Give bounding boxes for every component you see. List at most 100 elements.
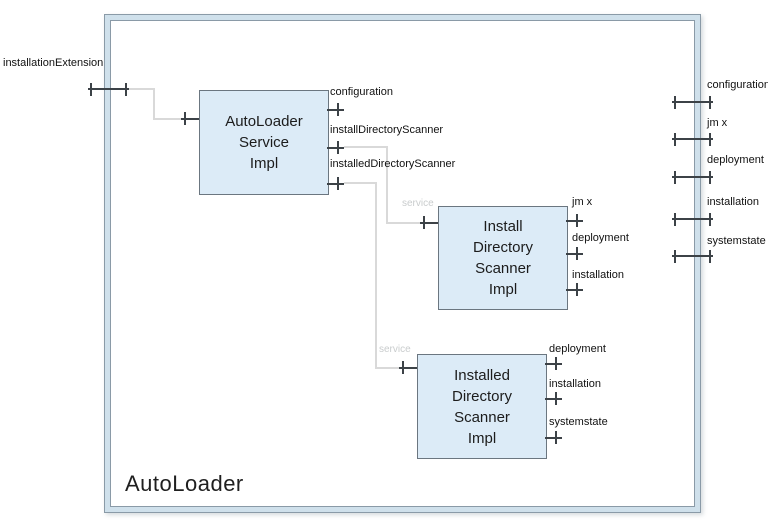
component-name-line: Directory — [451, 387, 512, 405]
port-line — [672, 101, 713, 103]
port-line — [545, 363, 562, 365]
port-line — [566, 253, 583, 255]
service-port-icon[interactable] — [181, 112, 199, 125]
component-name-line: Scanner — [475, 260, 531, 277]
port-tick — [709, 213, 711, 226]
port-tick — [337, 103, 339, 116]
component-name-line: AutoLoader — [225, 113, 303, 130]
component-port-icon[interactable] — [327, 103, 344, 116]
component-port-icon[interactable] — [566, 214, 583, 227]
component-port-label: jm x — [572, 196, 593, 208]
boundary-port-label: deployment — [707, 154, 764, 166]
component-port-icon[interactable] — [545, 431, 562, 444]
wire-segment — [344, 182, 377, 184]
component-port-icon[interactable] — [566, 283, 583, 296]
port-tick — [576, 247, 578, 260]
wire-segment — [386, 146, 388, 224]
component-name-line: Impl — [249, 155, 279, 172]
port-tick — [674, 133, 676, 146]
port-line — [327, 147, 344, 149]
port-line — [672, 255, 713, 257]
component-name-line: Directory — [472, 239, 533, 256]
port-tick — [709, 250, 711, 263]
boundary-port-icon[interactable] — [672, 250, 713, 263]
wire-segment — [344, 146, 388, 148]
port-line — [399, 367, 417, 369]
component-name-line: Impl — [488, 281, 518, 298]
port-tick — [709, 96, 711, 109]
port-line — [545, 398, 562, 400]
port-line — [327, 183, 344, 185]
component-port-label: installedDirectoryScanner — [330, 158, 456, 170]
port-line — [545, 437, 562, 439]
service-port-icon[interactable] — [420, 216, 438, 229]
boundary-port-icon[interactable] — [672, 171, 713, 184]
component-name-line: Service — [238, 134, 290, 151]
wire-segment — [153, 88, 155, 120]
composite-title: AutoLoader — [125, 471, 244, 496]
component-name-line: Impl — [467, 429, 497, 447]
port-line — [566, 220, 583, 222]
port-tick — [555, 392, 557, 405]
boundary-port-icon[interactable] — [672, 213, 713, 226]
port-tick — [337, 141, 339, 154]
port-line — [672, 138, 713, 140]
wire-segment — [375, 367, 400, 369]
component-port-icon[interactable] — [566, 247, 583, 260]
wire-segment — [129, 88, 155, 90]
component-port-icon[interactable] — [327, 141, 344, 154]
component-install-directory-scanner-impl[interactable]: Install Directory Scanner Impl — [438, 206, 568, 310]
boundary-port-icon[interactable] — [672, 96, 713, 109]
wire-segment — [375, 182, 377, 369]
service-label: service — [379, 344, 411, 355]
port-tick — [674, 171, 676, 184]
port-tick — [402, 361, 404, 374]
port-tick — [674, 96, 676, 109]
port-tick — [674, 250, 676, 263]
service-label: service — [402, 198, 434, 209]
port-line — [181, 118, 199, 120]
port-line — [88, 88, 129, 90]
boundary-port-label: systemstate — [707, 235, 766, 247]
port-tick — [555, 431, 557, 444]
port-tick — [125, 83, 127, 96]
port-tick — [576, 283, 578, 296]
component-port-label: installation — [549, 378, 601, 390]
component-port-icon[interactable] — [327, 177, 344, 190]
component-port-label: installDirectoryScanner — [330, 124, 444, 136]
port-tick — [709, 133, 711, 146]
port-tick — [555, 357, 557, 370]
component-port-icon[interactable] — [545, 357, 562, 370]
component-name-line: Install — [483, 218, 523, 235]
composite-frame: AutoLoader — [104, 14, 701, 513]
component-port-label: deployment — [549, 343, 606, 355]
boundary-port-icon[interactable] — [88, 83, 129, 96]
port-tick — [423, 216, 425, 229]
port-tick — [337, 177, 339, 190]
component-port-label: deployment — [572, 232, 629, 244]
wire-segment — [153, 118, 182, 120]
port-tick — [576, 214, 578, 227]
port-tick — [90, 83, 92, 96]
port-line — [672, 218, 713, 220]
boundary-port-label: jm x — [707, 117, 728, 129]
boundary-port-icon[interactable] — [672, 133, 713, 146]
component-installed-directory-scanner-impl[interactable]: Installed Directory Scanner Impl — [417, 354, 547, 459]
port-line — [420, 222, 438, 224]
port-tick — [709, 171, 711, 184]
port-line — [566, 289, 583, 291]
composite-frame-inner — [110, 20, 695, 507]
component-port-icon[interactable] — [545, 392, 562, 405]
boundary-port-label: configuration — [707, 79, 768, 91]
component-port-label: installation — [572, 269, 624, 281]
port-tick — [674, 213, 676, 226]
wire-segment — [386, 222, 421, 224]
port-line — [672, 176, 713, 178]
boundary-port-label: installation — [707, 196, 759, 208]
component-port-label: systemstate — [549, 416, 608, 428]
component-autoloader-service-impl[interactable]: AutoLoader Service Impl — [199, 90, 329, 195]
component-name-line: Scanner — [454, 408, 510, 426]
component-name-line: Installed — [454, 366, 510, 384]
service-port-icon[interactable] — [399, 361, 417, 374]
port-tick — [184, 112, 186, 125]
